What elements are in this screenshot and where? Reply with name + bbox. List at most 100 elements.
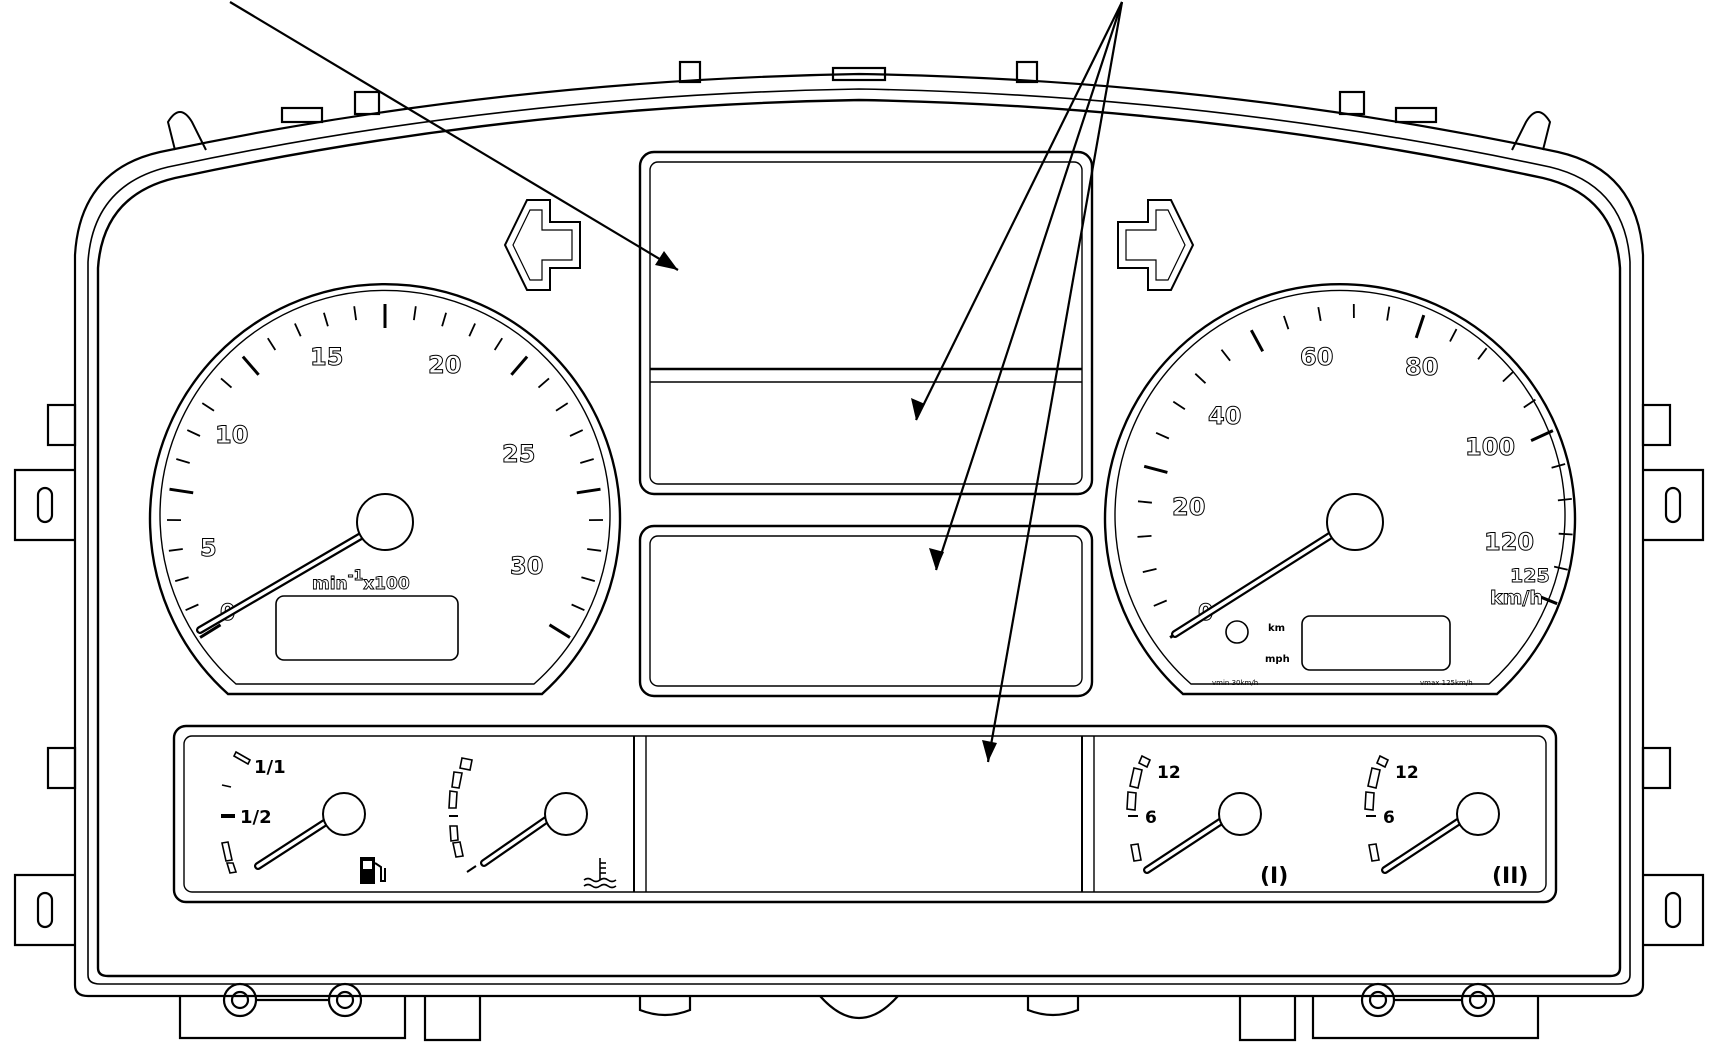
tachometer-tick [170, 489, 194, 493]
speedometer-tick [1387, 307, 1389, 321]
tachometer-tick [324, 313, 328, 327]
tachometer-label-25: 25 [502, 440, 535, 468]
air-pressure-2-label-12: 12 [1395, 763, 1419, 783]
fuel-pump-icon [360, 857, 385, 884]
tachometer-unit: min-1x100 [312, 568, 410, 594]
speedometer-vmax-label: vmax 125km/h [1420, 679, 1473, 687]
speedometer-label-80: 80 [1405, 353, 1438, 381]
speedometer-lcd [1302, 616, 1450, 670]
tachometer-tick [581, 577, 594, 581]
arrow-line-1 [230, 2, 678, 270]
speedometer-tick [1143, 569, 1157, 572]
speedometer-hub [1327, 494, 1383, 550]
air-pressure-gauge-2: 12 6 (II) [1365, 756, 1528, 889]
speedometer-tick [1318, 307, 1320, 321]
tachometer-tick [580, 459, 593, 463]
air-pressure-1-label-6: 6 [1145, 808, 1157, 828]
brake-circuit-1-icon: (I) [1260, 864, 1288, 889]
tachometer-label-30: 30 [510, 552, 543, 580]
speedometer-label-125: 125 [1510, 565, 1550, 587]
tachometer-tick [295, 324, 301, 337]
tachometer-tick [221, 378, 232, 387]
speedometer-tick [1154, 601, 1167, 606]
tachometer-tick [539, 378, 550, 387]
tachometer-tick [511, 357, 527, 375]
tachometer-label-5: 5 [200, 534, 217, 562]
turn-indicator-right [1118, 200, 1193, 290]
arrowhead-4 [982, 740, 997, 762]
coolant-gauge-hub [545, 793, 587, 835]
tachometer-lcd [276, 596, 458, 660]
tachometer-tick [550, 625, 570, 638]
speedometer-tick [1138, 536, 1152, 537]
air-pressure-1-label-12: 12 [1157, 763, 1181, 783]
speedometer-tick [1503, 372, 1513, 382]
tachometer-tick [495, 338, 503, 350]
tachometer-tick [556, 403, 568, 411]
speedometer-tick [1156, 433, 1169, 439]
housing [15, 62, 1703, 1040]
air-pressure-gauge-1: 12 6 (I) [1127, 756, 1288, 889]
tachometer-tick [577, 489, 601, 493]
speedometer-tick [1524, 400, 1536, 408]
tachometer-label-15: 15 [310, 343, 343, 371]
tachometer-tick [243, 357, 259, 375]
tachometer-tick [202, 403, 214, 411]
tachometer-tick [169, 549, 183, 551]
speedometer-label-20: 20 [1172, 493, 1205, 521]
tachometer-tick [570, 430, 583, 436]
speedometer-label-100: 100 [1465, 433, 1515, 461]
tachometer-tick [414, 306, 416, 320]
speedometer-tick [1251, 330, 1262, 351]
tachometer-tick [268, 338, 276, 350]
speedometer-km-label: km [1268, 623, 1285, 634]
central-display-upper [640, 152, 1092, 494]
tachometer-tick [187, 430, 200, 436]
tachometer-label-10: 10 [215, 421, 248, 449]
speedometer-tick [1554, 567, 1568, 570]
air-pressure-2-hub [1457, 793, 1499, 835]
speedometer-tick [1478, 348, 1487, 359]
air-pressure-2-label-6: 6 [1383, 808, 1395, 828]
speedometer-tick [1144, 466, 1167, 472]
fuel-half-label: 1/2 [240, 807, 272, 828]
speedometer: 20 40 60 80 100 120 125 km/h 0 km mph vm… [1105, 284, 1575, 694]
speedometer-tick [1195, 374, 1205, 384]
fuel-full-label: 1/1 [254, 757, 286, 778]
tachometer-tick [354, 306, 356, 320]
tachometer-hub [357, 494, 413, 550]
speedometer-tick [1284, 316, 1289, 329]
tachometer-tick [469, 324, 475, 337]
tachometer-tick [186, 605, 199, 611]
brake-circuit-2-icon: (II) [1492, 864, 1528, 889]
coolant-temperature-icon [584, 858, 616, 888]
tachometer-tick [587, 549, 601, 551]
tachometer-tick [175, 577, 188, 581]
speedometer-label-40: 40 [1208, 402, 1241, 430]
speedometer-tick [1558, 499, 1572, 501]
fuel-gauge-hub [323, 793, 365, 835]
speedometer-label-60: 60 [1300, 343, 1333, 371]
speedometer-vmin-label: vmin 30km/h [1212, 679, 1258, 687]
tachometer-tick [572, 605, 585, 611]
fuel-gauge: 1/1 1/2 [221, 752, 385, 884]
speedometer-tick [1450, 329, 1457, 341]
speedometer-label-120: 120 [1484, 528, 1534, 556]
speedometer-tick [1222, 350, 1231, 361]
arrowhead-1 [655, 251, 678, 270]
speedometer-tick [1552, 464, 1566, 468]
speedometer-tick [1416, 315, 1424, 338]
speedometer-tick [1559, 534, 1573, 535]
tachometer-label-20: 20 [428, 351, 461, 379]
speedometer-unit: km/h [1490, 587, 1543, 609]
air-pressure-1-hub [1219, 793, 1261, 835]
tachometer-tick [176, 459, 189, 463]
coolant-gauge [449, 758, 616, 888]
odometer-reset-knob [1226, 621, 1248, 643]
arrow-line-3 [936, 2, 1122, 570]
speedometer-tick [1138, 501, 1152, 502]
speedometer-tick [1173, 402, 1185, 410]
turn-indicator-left [505, 200, 580, 290]
tachometer: 5 10 15 20 25 30 0 min-1x100 [150, 284, 620, 694]
